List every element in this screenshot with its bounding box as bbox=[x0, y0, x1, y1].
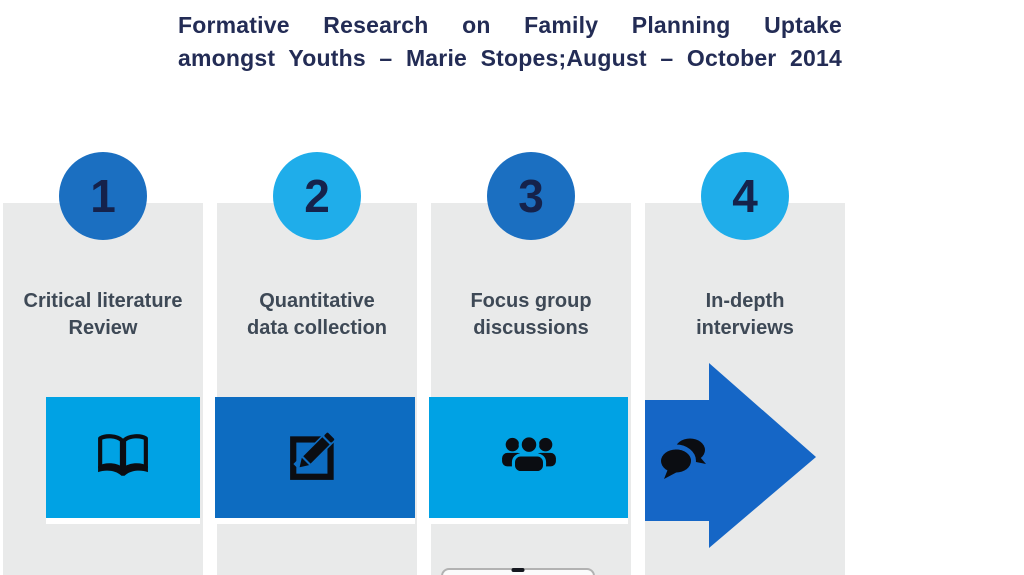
step-icon-block-3 bbox=[429, 397, 628, 524]
step-number-4: 4 bbox=[732, 170, 758, 222]
step-icon-block-1 bbox=[46, 397, 200, 524]
step-icon-block-2 bbox=[215, 397, 415, 524]
edit-icon bbox=[287, 427, 343, 488]
step-label-1: Critical literature Review bbox=[23, 290, 183, 339]
step-label-4: In-depth interviews bbox=[696, 290, 794, 339]
page-title-line-1: Formative Research on Family Planning Up… bbox=[178, 12, 842, 38]
step-number-badge-3: 3 bbox=[487, 152, 575, 240]
next-phase-arrow bbox=[645, 363, 820, 549]
step-label-3: Focus group discussions bbox=[470, 290, 592, 339]
users-icon bbox=[500, 432, 558, 483]
step-number-3: 3 bbox=[518, 170, 544, 222]
step-label-2: Quantitative data collection bbox=[246, 290, 388, 339]
page-title: Formative Research on Family Planning Up… bbox=[178, 9, 842, 75]
right-arrow-shape bbox=[645, 363, 816, 548]
comments-icon bbox=[656, 438, 706, 479]
open-book-icon bbox=[96, 431, 150, 484]
bottom-cutoff-shape bbox=[441, 568, 595, 575]
step-number-badge-2: 2 bbox=[273, 152, 361, 240]
page-title-line-2: amongst Youths – Marie Stopes;August – O… bbox=[178, 45, 842, 71]
step-number-2: 2 bbox=[304, 170, 330, 222]
bottom-cutoff-shape-notch bbox=[511, 568, 525, 572]
step-number-1: 1 bbox=[90, 170, 116, 222]
step-number-badge-1: 1 bbox=[59, 152, 147, 240]
step-number-badge-4: 4 bbox=[701, 152, 789, 240]
